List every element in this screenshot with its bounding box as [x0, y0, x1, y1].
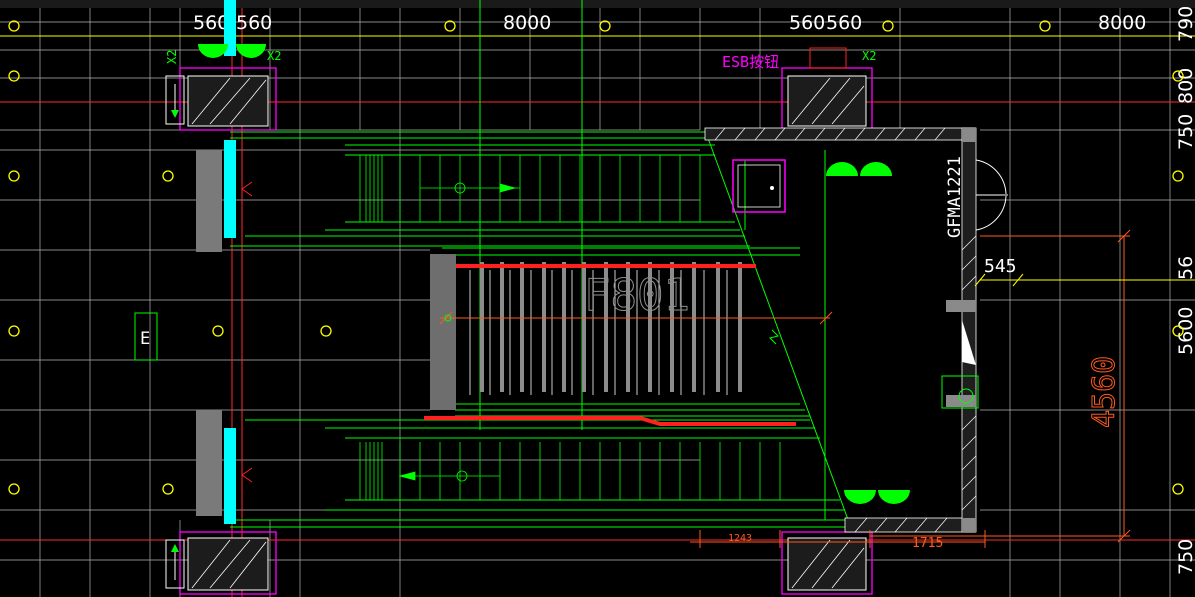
top-dim-5: 560 — [826, 12, 862, 34]
light-fixtures — [198, 44, 910, 504]
right-dim-3: 800 — [1175, 68, 1195, 104]
escalator-outlines — [230, 0, 860, 528]
direction-arrows — [165, 75, 185, 589]
dim-1715: 1715 — [912, 536, 943, 551]
stair-landing-hatch — [430, 254, 456, 410]
wall-hatch — [714, 127, 977, 533]
right-dim-5: 5600 — [1175, 307, 1195, 355]
stair-treads — [480, 262, 742, 392]
top-dim-1: 560 — [193, 12, 229, 34]
door-label: GFMA1221 — [945, 156, 965, 238]
esb-button-symbol — [809, 47, 847, 69]
left-wall-blocks — [196, 0, 253, 524]
right-dim-1: 790 — [1175, 6, 1195, 42]
upper-escalator-steps — [359, 155, 701, 222]
stair-thin-lines — [469, 270, 728, 395]
top-dimension-band: 560 560 8000 560 560 8000 — [0, 0, 1195, 37]
column-hatch — [191, 77, 865, 589]
orange-dimensions — [439, 229, 1131, 548]
dim-545-line — [974, 273, 1195, 287]
top-dim-3: 8000 — [503, 12, 551, 34]
machine-room-wall — [704, 127, 979, 533]
right-dimension-band: 790 750 800 56 5600 750 — [1175, 6, 1195, 575]
top-dim-4: 560 — [789, 12, 825, 34]
dim-545: 545 — [984, 256, 1017, 277]
dim-1243: 1243 — [728, 533, 752, 544]
control-cabinet — [732, 159, 786, 213]
columns — [179, 67, 873, 595]
grid-bubbles — [8, 20, 1184, 495]
x2-label-top: X2 — [267, 49, 281, 63]
x2-label-right: X2 — [862, 49, 876, 63]
door-swing — [975, 159, 1008, 231]
right-dim-6: 750 — [1175, 539, 1195, 575]
right-dim-4: 56 — [1175, 256, 1195, 280]
lower-escalator-steps — [359, 442, 781, 500]
top-dim-2: 560 — [236, 12, 272, 34]
dim-4560: 4560 — [1087, 356, 1122, 428]
x2-label-left: X2 — [165, 50, 179, 64]
axis-label-e-text: E — [140, 329, 150, 349]
right-dim-2: 750 — [1175, 114, 1195, 150]
esb-button-label: ESB按钮 — [722, 53, 779, 71]
stair-handrails — [424, 264, 796, 426]
misc-marks — [444, 314, 779, 345]
top-dim-6: 8000 — [1098, 12, 1146, 34]
axis-label-e: E — [134, 312, 158, 361]
room-label: F801 — [584, 270, 690, 321]
